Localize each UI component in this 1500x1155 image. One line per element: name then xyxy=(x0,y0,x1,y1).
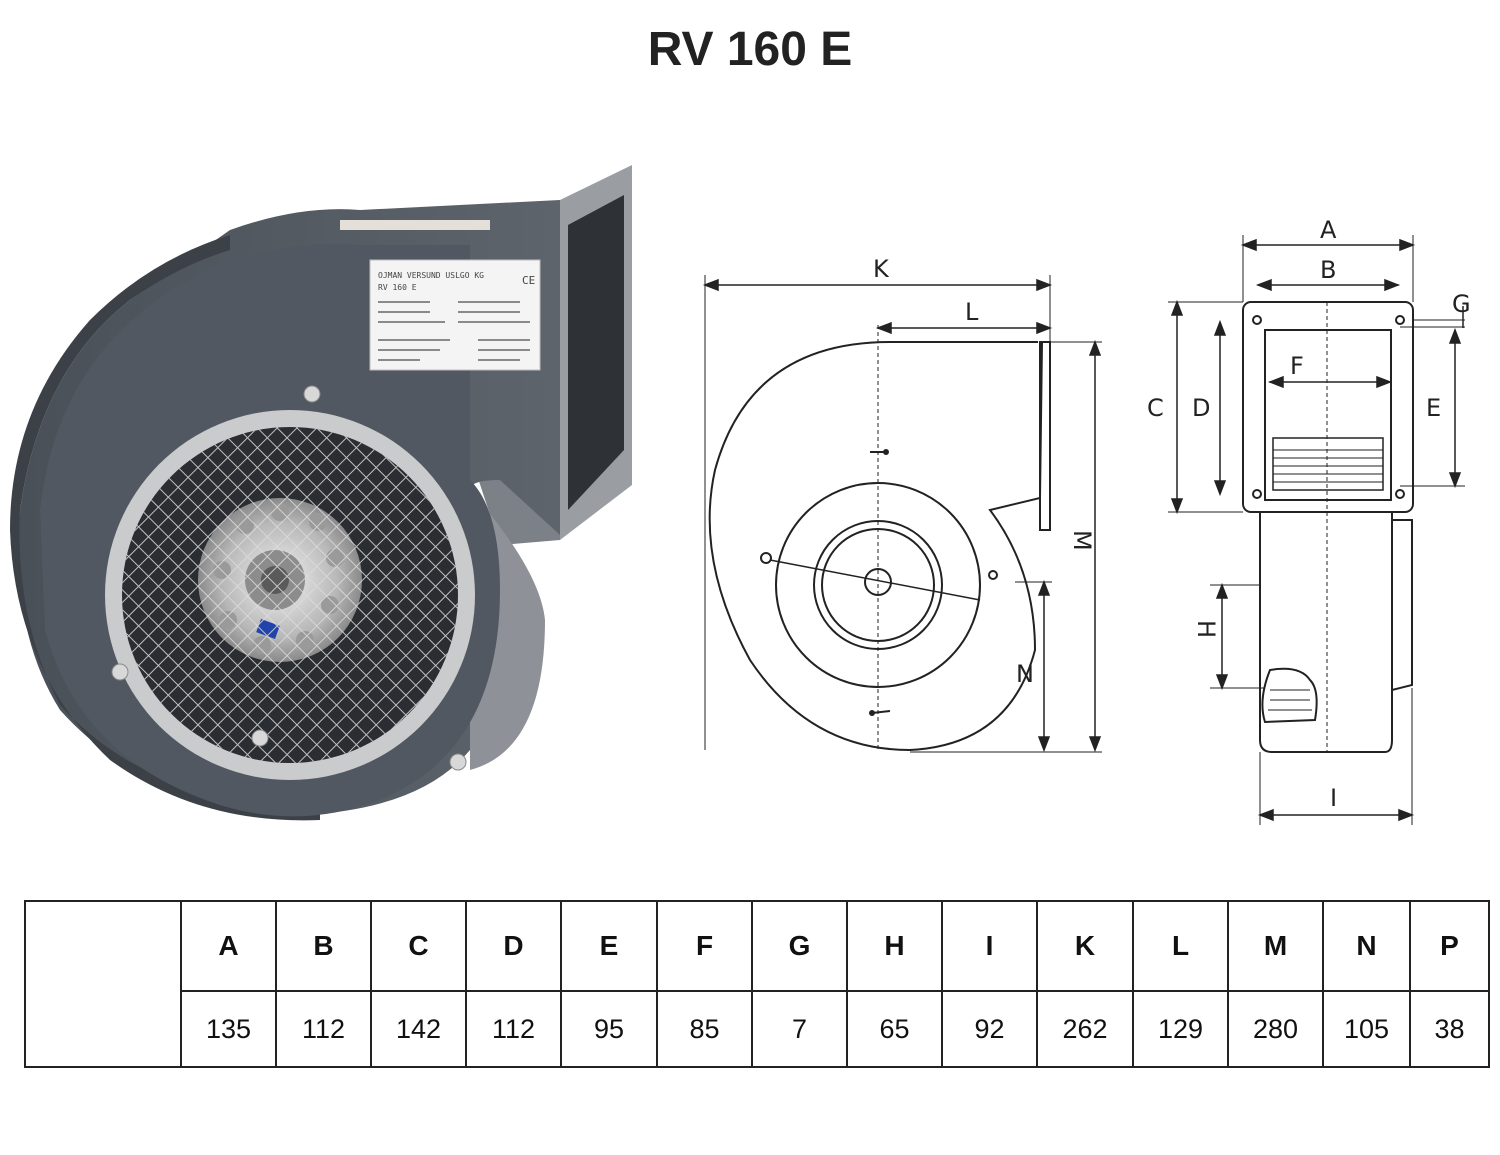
header-l: L xyxy=(1132,900,1229,992)
table-values-row: 135 112 142 112 95 85 7 65 92 262 129 28… xyxy=(25,990,1490,1068)
table-blank-cell xyxy=(24,900,182,1068)
table-header-row: A B C D E F G H I K L M N P xyxy=(24,900,1490,1068)
value-g: 7 xyxy=(751,990,848,1068)
dim-label-f: F xyxy=(1290,352,1304,380)
value-d: 112 xyxy=(465,990,562,1068)
fan-photo: OJMAN VERSUND USLGO KG CE RV 160 E xyxy=(10,165,632,821)
value-a: 135 xyxy=(180,990,277,1068)
dim-label-d: D xyxy=(1192,394,1210,422)
header-d: D xyxy=(465,900,562,992)
plate-maker: OJMAN VERSUND USLGO KG xyxy=(378,271,484,280)
header-h: H xyxy=(846,900,943,992)
header-c: C xyxy=(370,900,467,992)
dim-label-n: N xyxy=(1016,660,1034,688)
value-b: 112 xyxy=(275,990,372,1068)
dim-label-h: H xyxy=(1192,620,1220,638)
dim-label-a: A xyxy=(1320,216,1337,244)
header-g: G xyxy=(751,900,848,992)
header-f: F xyxy=(656,900,753,992)
value-l: 129 xyxy=(1132,990,1229,1068)
header-b: B xyxy=(275,900,372,992)
dim-label-l: L xyxy=(965,298,979,326)
dim-label-k: K xyxy=(873,255,890,283)
dim-label-m: M xyxy=(1068,530,1096,551)
page-title: RV 160 E xyxy=(647,23,853,76)
side-view-drawing: K L M N xyxy=(702,255,1102,753)
front-view-drawing: A B G F C D E H I xyxy=(1147,216,1471,825)
value-e: 95 xyxy=(560,990,658,1068)
header-n: N xyxy=(1322,900,1411,992)
header-p: P xyxy=(1409,900,1490,992)
dim-label-g: G xyxy=(1452,290,1471,318)
dim-label-b: B xyxy=(1320,256,1336,284)
value-i: 92 xyxy=(941,990,1038,1068)
dim-label-c: C xyxy=(1147,394,1164,422)
dim-label-e: E xyxy=(1426,394,1441,422)
value-f: 85 xyxy=(656,990,753,1068)
value-p: 38 xyxy=(1409,990,1490,1068)
dimensions-table: A B C D E F G H I K L M N P 135 112 142 … xyxy=(24,900,1490,1068)
value-n: 105 xyxy=(1322,990,1411,1068)
dim-label-i: I xyxy=(1330,784,1337,812)
value-c: 142 xyxy=(370,990,467,1068)
value-m: 280 xyxy=(1227,990,1324,1068)
header-a: A xyxy=(180,900,277,992)
value-k: 262 xyxy=(1036,990,1134,1068)
header-e: E xyxy=(560,900,658,992)
header-k: K xyxy=(1036,900,1134,992)
header-i: I xyxy=(941,900,1038,992)
header-m: M xyxy=(1227,900,1324,992)
value-h: 65 xyxy=(846,990,943,1068)
ce-mark: CE xyxy=(522,274,535,287)
plate-model: RV 160 E xyxy=(378,283,417,292)
